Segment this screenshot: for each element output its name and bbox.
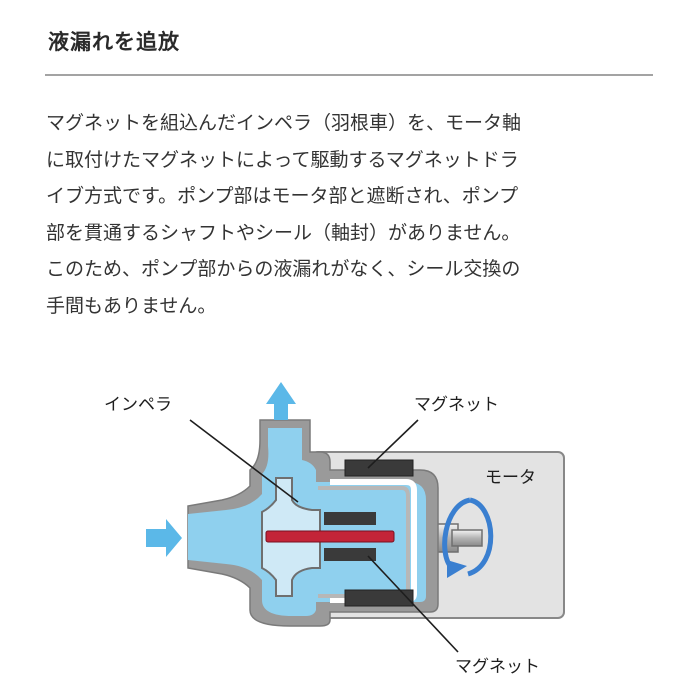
rotation-arrow-icon [442,497,494,578]
title-divider [45,74,653,76]
description-line-6: 手間もありません。 [46,294,217,317]
impeller-shaft [265,530,395,543]
impeller-leader-line [189,419,299,503]
outflow-arrow-icon [266,382,296,420]
magnet-top-label: マグネット [414,395,499,415]
description-line-2: に取付けたマグネットによって駆動するマグネットドラ [46,148,519,171]
section-title: 液漏れを追放 [48,30,180,54]
magnet-top-leader-line [367,419,419,469]
inflow-arrow-icon [146,519,182,557]
description-text: マグネットを組込んだインペラ（羽根車）を、モータ軸 に取付けたマグネットによって… [46,105,656,324]
description-line-3: イブ方式です。ポンプ部はモータ部と遮断され、ポンプ [46,185,519,207]
motor-label: モータ [485,468,536,488]
leader-lines [189,419,459,653]
magnet-bottom-label: マグネット [455,657,540,677]
description-line-1: マグネットを組込んだインペラ（羽根車）を、モータ軸 [46,112,522,134]
impeller-label: インペラ [104,395,172,415]
description-line-5: このため、ポンプ部からの液漏れがなく、シール交換の [46,258,521,280]
inner-magnets [324,512,376,561]
outer-magnets [344,459,414,607]
description-line-4: 部を貫通するシャフトやシール（軸封）がありません。 [46,221,521,244]
magnet-drive-pump-diagram: インペラ マグネット モータ マグネット [104,382,565,677]
magnet-bottom-leader-line [367,555,459,653]
